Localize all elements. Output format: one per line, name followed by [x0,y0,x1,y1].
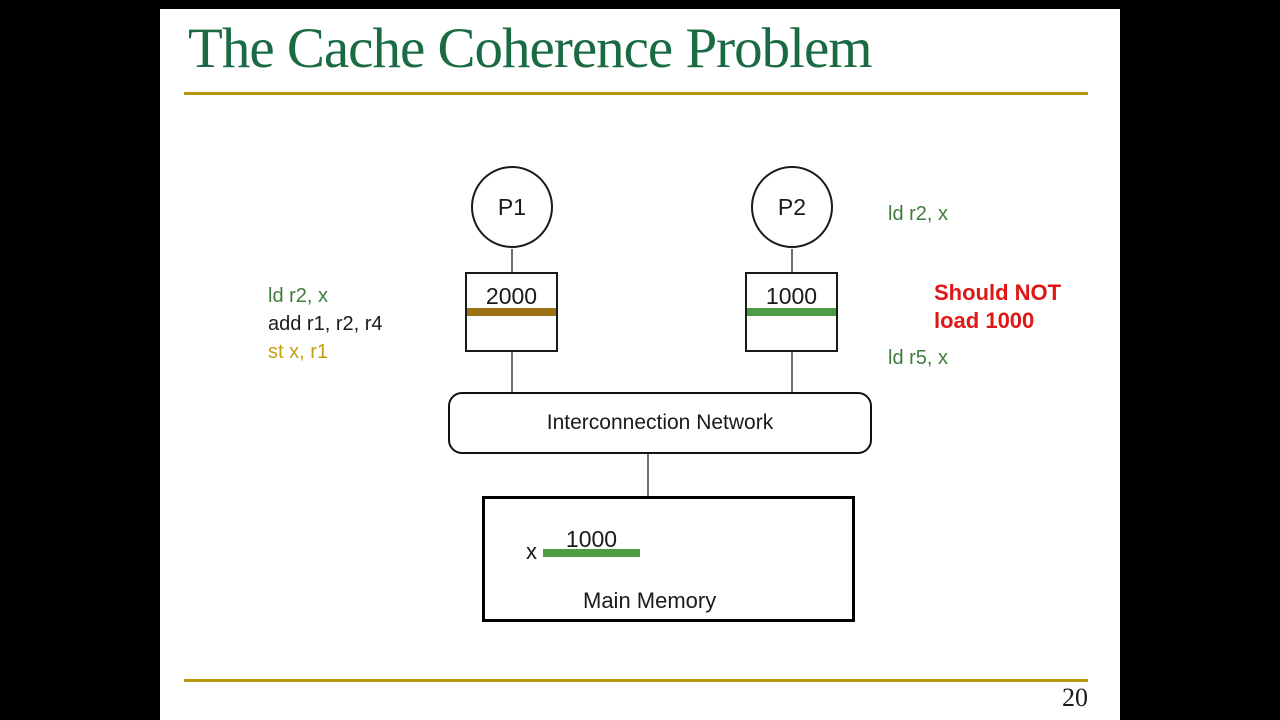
memory-value: 1000 [565,526,618,552]
p1-code-store: st x, r1 [268,341,329,363]
processor-p2-circle: P2 [751,166,833,248]
p1-code-add: add r1, r2, r4 [268,313,383,335]
footer-rule [184,679,1088,682]
memory-address-x-label: x [526,539,537,564]
connector-network-to-memory [647,454,649,496]
cache-p1-block-bar [467,308,556,316]
processor-p1-circle: P1 [471,166,553,248]
should-not-load-warning: Should NOT load 1000 [934,279,1061,335]
cache-p2-block-bar [747,308,836,316]
connector-p1-to-cache1 [511,249,513,273]
page-number: 20 [1062,683,1088,712]
cache-p1-box: 2000 [465,272,558,352]
memory-block-bar [543,549,640,557]
warning-line-1: Should NOT [934,280,1062,305]
title-rule [184,92,1088,95]
p1-code-block: ld r2, x add r1, r2, r4 st x, r1 [268,282,383,366]
warning-line-2: load 1000 [934,308,1035,333]
processor-p2-label: P2 [777,193,807,220]
p2-code-first-load: ld r2, x [888,203,949,225]
cache-p1-value: 2000 [485,283,538,309]
interconnection-network-label: Interconnection Network [546,411,774,434]
p2-code-second-load: ld r5, x [888,347,949,369]
processor-p1-label: P1 [497,193,527,220]
connector-cache2-to-network [791,352,793,392]
slide-title: The Cache Coherence Problem [188,17,873,80]
main-memory-label: Main Memory [583,588,717,613]
cache-p2-value: 1000 [765,283,818,309]
p1-code-load: ld r2, x [268,285,329,307]
connector-cache1-to-network [511,352,513,392]
interconnection-network-box: Interconnection Network [448,392,872,454]
main-memory-box: x 1000 Main Memory [482,496,855,622]
connector-p2-to-cache2 [791,249,793,273]
cache-p2-box: 1000 [745,272,838,352]
